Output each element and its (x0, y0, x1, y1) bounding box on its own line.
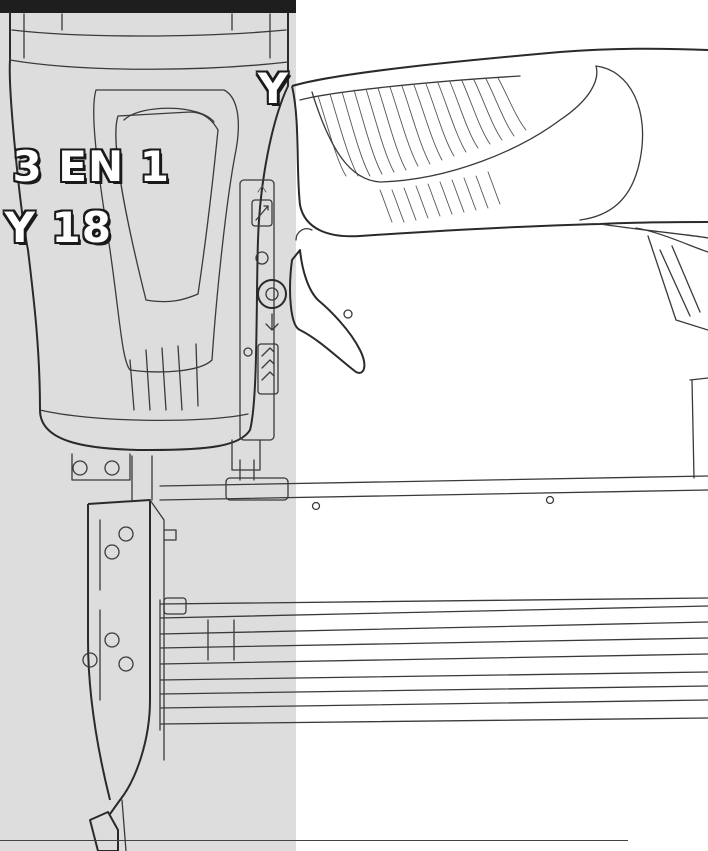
top-header-bar (0, 0, 296, 13)
mode-selector-icon (251, 185, 273, 227)
tool-body (8, 12, 289, 451)
nose-plate (82, 455, 177, 851)
side-controls (239, 179, 287, 441)
magazine (71, 439, 708, 731)
footer-rule (0, 840, 628, 841)
depth-adjust-icon (255, 251, 287, 331)
cover-grey-panel (0, 0, 296, 851)
exhaust-icon (243, 343, 279, 395)
heading-line-3: Y 18 (4, 203, 112, 252)
heading-line-2: 3 EN 1 (12, 142, 170, 191)
tool-handle (291, 47, 708, 239)
heading-line-1: Y (257, 64, 289, 113)
trigger (289, 228, 366, 374)
rear-housing (635, 227, 708, 479)
